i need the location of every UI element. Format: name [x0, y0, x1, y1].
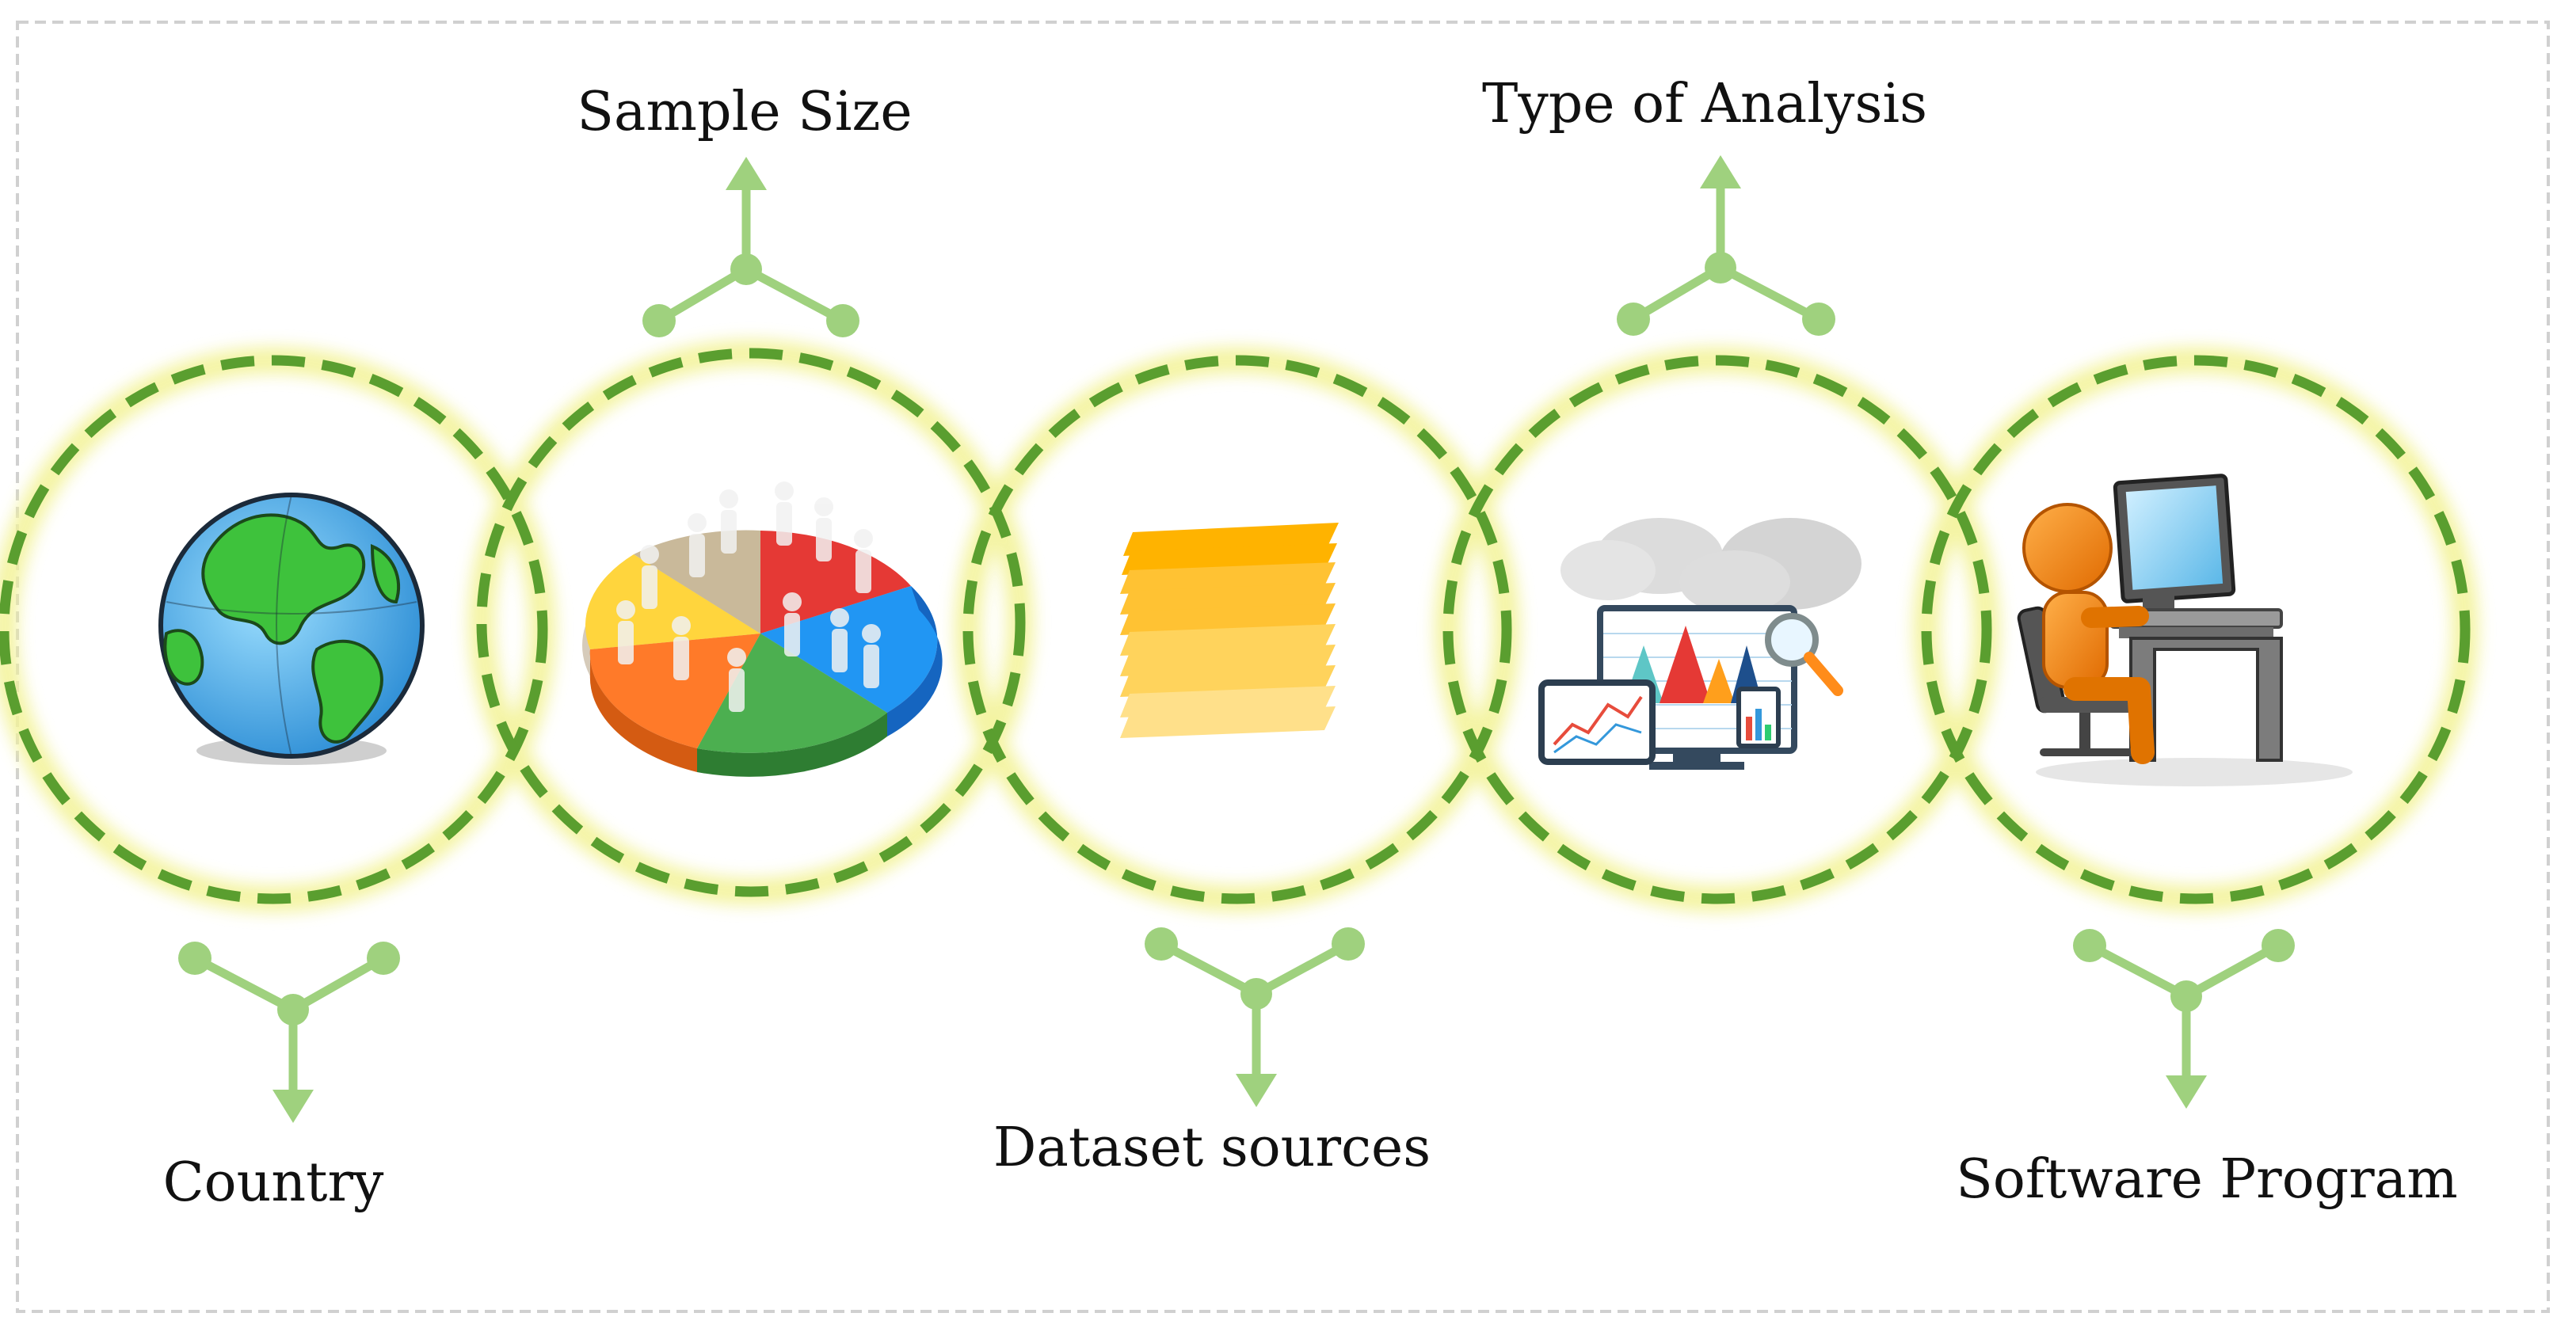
- layered-data-stack-icon: [1120, 523, 1339, 738]
- ring-sample-size: [476, 348, 1026, 897]
- people-pie-chart-icon: [582, 481, 943, 777]
- rings: [0, 348, 2471, 904]
- label-country: Country: [162, 1151, 384, 1214]
- connector-dataset-sources: [1145, 927, 1365, 1107]
- connector-type-of-analysis: [1617, 155, 1835, 336]
- person-at-computer-icon: [2017, 474, 2353, 786]
- label-software-program: Software Program: [1956, 1148, 2458, 1211]
- label-sample-size: Sample Size: [577, 81, 913, 143]
- ring-dataset-sources: [962, 355, 1512, 904]
- ring-type-of-analysis: [1442, 355, 1992, 904]
- label-type-of-analysis: Type of Analysis: [1481, 73, 1928, 135]
- connector-software-program: [2073, 929, 2295, 1109]
- globe-icon: [158, 493, 425, 765]
- ring-software-program: [1921, 355, 2471, 904]
- connector-country: [178, 942, 400, 1123]
- connector-sample-size: [642, 157, 859, 337]
- analytics-dashboard-icon: [1538, 518, 1862, 770]
- ring-country: [0, 355, 548, 904]
- label-dataset-sources: Dataset sources: [993, 1117, 1431, 1179]
